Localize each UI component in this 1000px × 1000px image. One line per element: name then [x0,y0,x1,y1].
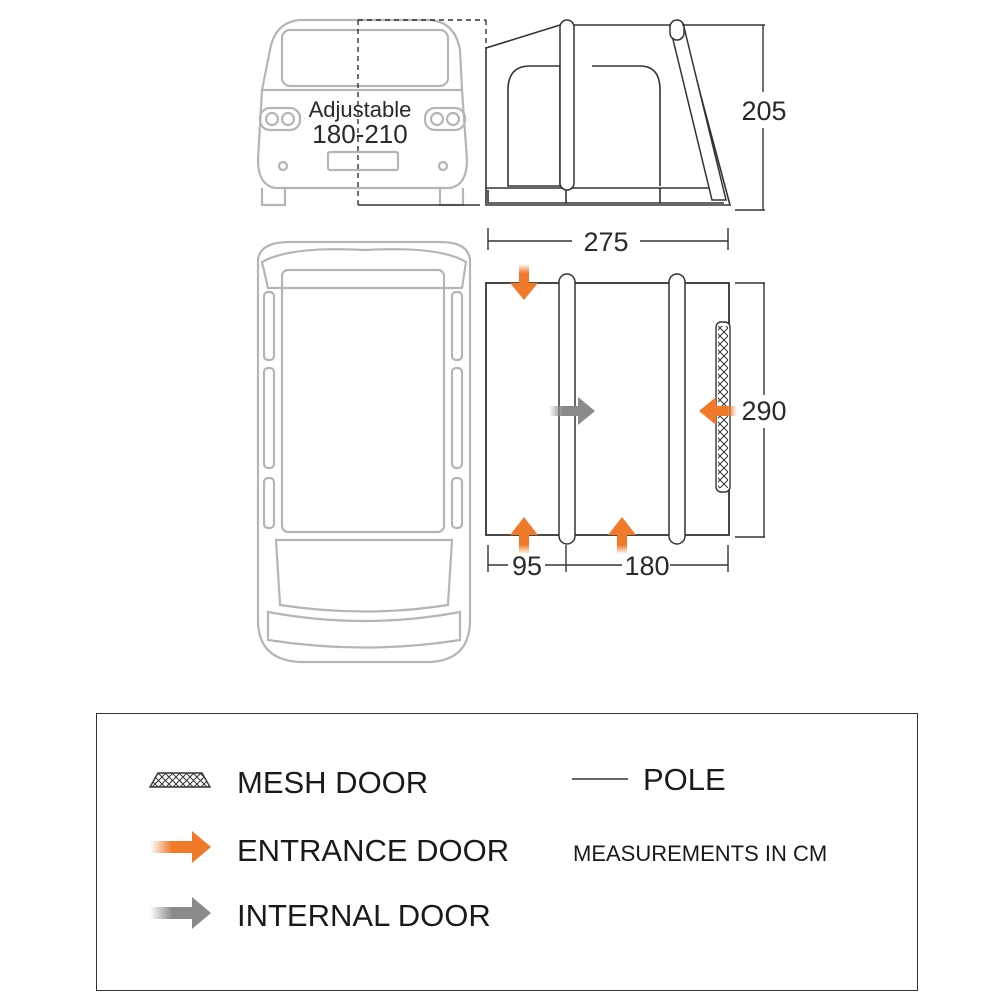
pole-label: POLE [643,762,726,797]
internal-arrow-icon [150,897,211,929]
width-dimension [487,228,729,250]
height-label: 205 [741,96,786,126]
side-view-poles [559,19,727,201]
entrance-arrow-icon [150,831,211,863]
measurements-note: MEASUREMENTS IN CM [573,841,828,866]
width-label: 275 [583,227,628,257]
mesh-door-icon [148,772,212,788]
right-bay-label: 180 [624,551,669,581]
adjustable-range: 180-210 [312,119,407,149]
entrance-arrow-bottom-left [510,517,538,554]
height-dimension [682,24,765,211]
depth-dimension [735,282,765,538]
mesh-door-label: MESH DOOR [237,765,429,800]
entrance-arrow-bottom-right [608,517,636,554]
vehicle-rear-view [256,18,469,207]
adjustable-label: Adjustable [309,97,412,122]
pole-line-icon [572,778,628,780]
bay-dimensions [487,545,729,572]
depth-label: 290 [741,396,786,426]
awning-floor-plan [485,282,730,536]
legend [96,713,918,991]
entrance-door-label: ENTRANCE DOOR [237,833,510,868]
internal-door-label: INTERNAL DOOR [237,898,491,933]
left-bay-label: 95 [512,551,542,581]
entrance-arrow-side [699,397,737,425]
internal-arrow [549,397,595,425]
entrance-arrow-top [510,264,538,300]
adjustable-height-guide [357,19,487,206]
vehicle-top-view [256,240,472,664]
